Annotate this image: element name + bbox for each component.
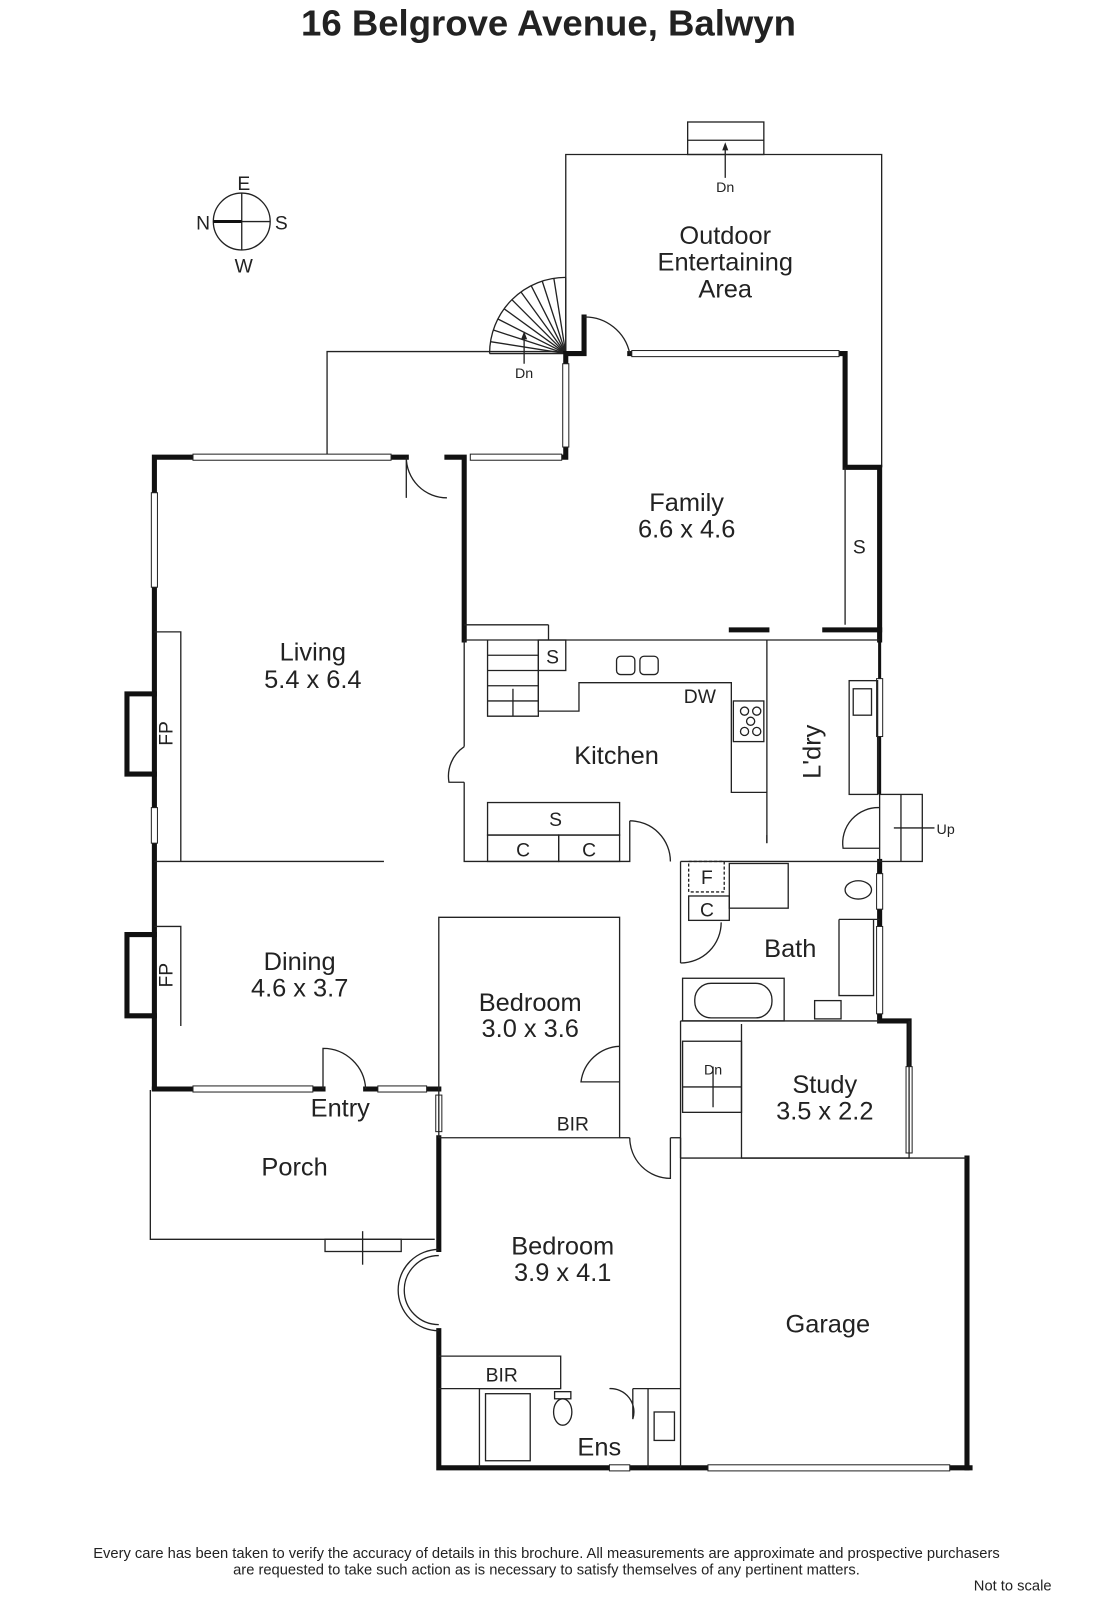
stair-tread <box>493 329 566 355</box>
study-size: 3.5 x 2.2 <box>776 1097 873 1125</box>
up-label: Up <box>937 822 955 838</box>
outdoor-label-1: Outdoor <box>679 222 771 250</box>
living-size: 5.4 x 6.4 <box>264 666 361 694</box>
stair-tread <box>503 308 567 355</box>
spiral-stair: Dn <box>488 276 567 382</box>
laundry-name: L'dry <box>799 724 827 779</box>
fridge-label: F <box>701 868 713 889</box>
kitchen-fixtures <box>486 639 935 1114</box>
entry-name: Entry <box>311 1094 371 1122</box>
compass-icon: E S N W <box>196 174 288 277</box>
bedroom2-size: 3.9 x 4.1 <box>514 1259 611 1287</box>
ens-name: Ens <box>577 1434 621 1462</box>
bir-label-1: BIR <box>557 1115 589 1136</box>
cupboard-label-1: C <box>516 840 530 861</box>
study-dn-label: Dn <box>704 1063 722 1079</box>
compass-w: W <box>235 256 254 277</box>
compass-e: E <box>237 174 250 195</box>
kitchen-s-label: S <box>546 647 559 668</box>
kitchen-name: Kitchen <box>574 742 659 770</box>
bedroom2-name: Bedroom <box>511 1233 614 1261</box>
living-name: Living <box>280 638 346 666</box>
cupboard-label-3: C <box>700 900 714 921</box>
stair-tread <box>530 285 567 354</box>
stair-tread <box>497 318 567 355</box>
bedroom1-name: Bedroom <box>479 989 582 1017</box>
stair-tread <box>520 291 567 354</box>
compass-s: S <box>275 214 288 235</box>
stair-tread <box>553 278 567 354</box>
compass-n: N <box>196 214 210 235</box>
garage-name: Garage <box>786 1311 871 1339</box>
cupboard-label-2: C <box>582 840 596 861</box>
bedroom1-size: 3.0 x 3.6 <box>482 1015 579 1043</box>
family-size: 6.6 x 4.6 <box>638 515 735 543</box>
not-to-scale: Not to scale <box>974 1579 1052 1595</box>
family-name: Family <box>649 489 724 517</box>
porch-name: Porch <box>261 1153 327 1181</box>
kitchen-s2-label: S <box>549 810 562 831</box>
study-name: Study <box>792 1071 857 1099</box>
spiral-dn-label: Dn <box>515 366 533 382</box>
windows <box>150 350 951 1472</box>
outdoor-area: Dn Outdoor Entertaining Area <box>565 121 883 468</box>
bath-name: Bath <box>764 935 816 963</box>
room-labels: Family 6.6 x 4.6 Living 5.4 x 6.4 Dining… <box>157 489 955 1462</box>
deck <box>326 350 566 458</box>
stair-tread <box>511 299 567 355</box>
outdoor-label-3: Area <box>698 276 752 304</box>
disclaimer-line-1: Every care has been taken to verify the … <box>93 1546 999 1562</box>
interior-walls <box>149 467 967 1468</box>
dining-name: Dining <box>264 948 336 976</box>
stair-tread <box>541 280 567 354</box>
outdoor-label-2: Entertaining <box>658 248 793 276</box>
stair-dn-label: Dn <box>716 180 734 196</box>
disclaimer-line-2: are requested to take such action as is … <box>233 1563 860 1579</box>
fp-label-2: FP <box>157 963 178 988</box>
dw-label: DW <box>684 687 717 708</box>
page-title: 16 Belgrove Avenue, Balwyn <box>301 3 796 44</box>
family-s-label: S <box>853 538 866 559</box>
doors <box>322 316 880 1420</box>
dining-size: 4.6 x 3.7 <box>251 975 348 1003</box>
fp-label-1: FP <box>157 721 178 746</box>
walls <box>124 314 973 1471</box>
bir-label-2: BIR <box>486 1366 518 1387</box>
